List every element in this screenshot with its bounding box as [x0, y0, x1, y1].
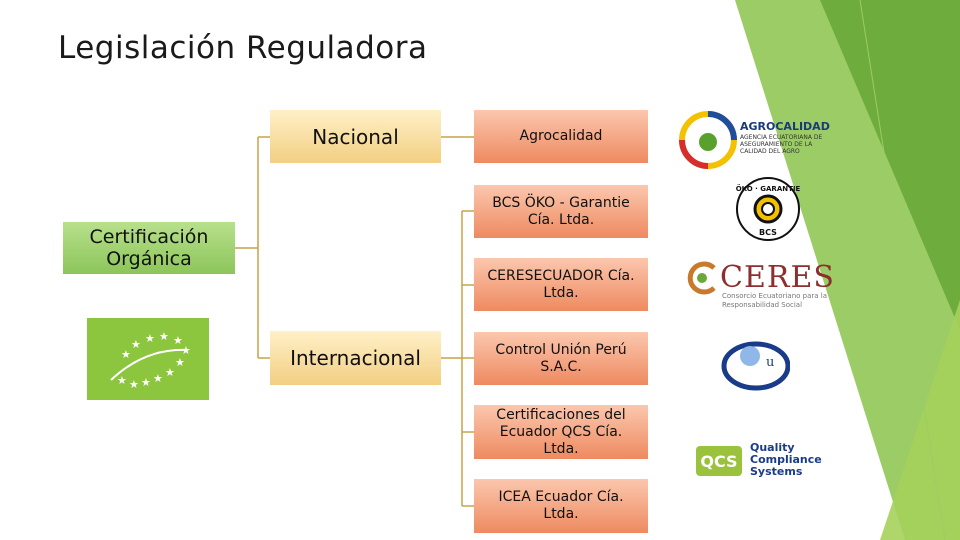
leaf-node-control-union: Control Unión Perú S.A.C.: [474, 332, 648, 385]
svg-text:★: ★: [145, 332, 155, 345]
svg-text:★: ★: [165, 366, 175, 379]
leaf-node-icea: ICEA Ecuador Cía. Ltda.: [474, 479, 648, 533]
svg-text:ÖKO · GARANTIE: ÖKO · GARANTIE: [736, 184, 801, 193]
agrocalidad-logo-name: AGROCALIDAD: [740, 120, 830, 133]
qcs-line-systems: Systems: [750, 465, 803, 478]
svg-text:★: ★: [175, 356, 185, 369]
svg-text:★: ★: [131, 338, 141, 351]
svg-text:★: ★: [159, 330, 169, 343]
qcs-line-compliance: Compliance: [750, 453, 822, 466]
svg-text:★: ★: [129, 378, 139, 391]
leaf-node-bcs: BCS ÖKO - Garantie Cía. Ltda.: [474, 185, 648, 238]
bcs-oko-garantie-logo: ÖKO · GARANTIE BCS: [736, 177, 801, 241]
qcs-line-quality: Quality: [750, 441, 795, 454]
svg-text:★: ★: [121, 348, 131, 361]
agrocalidad-logo-subtitle: AGENCIA ECUATORIANA DE ASEGURAMIENTO DE …: [740, 134, 823, 155]
ceres-logo-subtitle: Consorcio Ecuatoriano para la Responsabi…: [722, 292, 828, 309]
root-node-organic-certification: Certificación Orgánica: [63, 222, 235, 274]
svg-text:★: ★: [141, 376, 151, 389]
ceres-logo: CERES Consorcio Ecuatoriano para la Resp…: [684, 258, 834, 314]
branch-node-international: Internacional: [270, 331, 441, 385]
control-union-logo: u: [721, 338, 790, 391]
qcs-logo: QCS Quality Compliance Systems: [696, 440, 822, 484]
leaf-node-ceres: CERESECUADOR Cía. Ltda.: [474, 258, 648, 311]
agrocalidad-logo: AGROCALIDAD AGENCIA ECUATORIANA DE ASEGU…: [678, 110, 834, 172]
svg-text:u: u: [766, 355, 774, 370]
agrocalidad-emblem-icon: [679, 111, 737, 169]
svg-text:★: ★: [117, 374, 127, 387]
qcs-badge: QCS: [696, 446, 742, 476]
svg-text:★: ★: [153, 372, 163, 385]
page-title: Legislación Reguladora: [58, 30, 428, 66]
ceres-emblem-icon: [687, 261, 716, 295]
leaf-node-agrocalidad: Agrocalidad: [474, 110, 648, 163]
svg-text:★: ★: [173, 334, 183, 347]
branch-node-national: Nacional: [270, 110, 441, 163]
leaf-node-qcs: Certificaciones del Ecuador QCS Cía. Ltd…: [474, 405, 648, 459]
ceres-logo-name: CERES: [720, 260, 835, 295]
eu-organic-leaf-logo: ★★★★ ★★★★ ★★★★: [87, 318, 209, 400]
svg-text:BCS: BCS: [759, 228, 777, 237]
